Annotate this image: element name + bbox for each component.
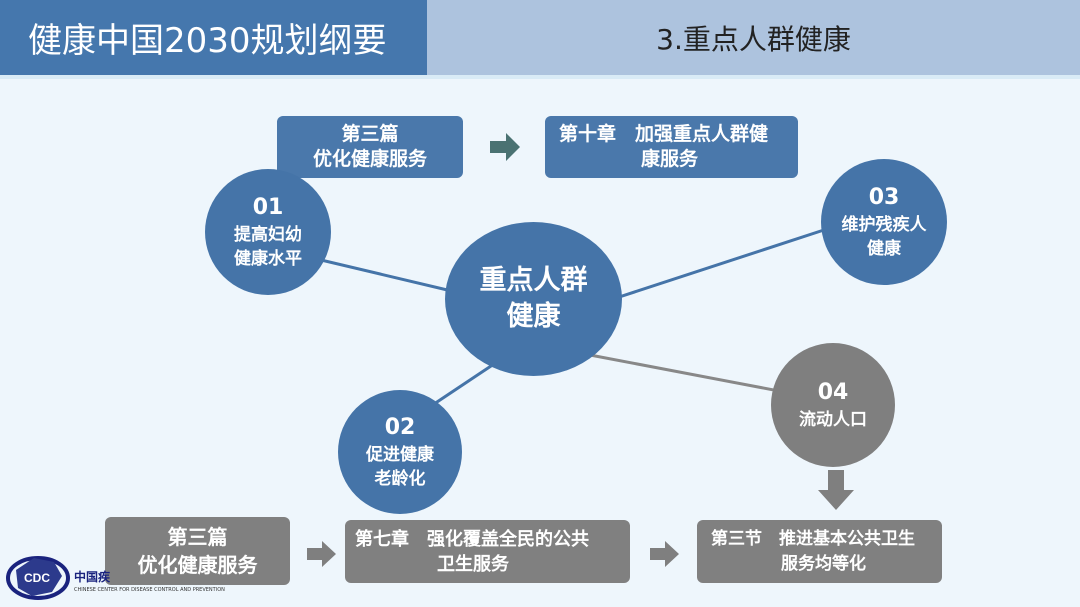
top-chapter-box: 第十章 加强重点人群健 康服务 [545, 116, 798, 178]
box-line: 优化健康服务 [312, 148, 427, 170]
cdc-logo-icon: CDC [6, 556, 70, 600]
center-label: 重点人群 [479, 265, 588, 296]
node-label: 健康水平 [234, 249, 302, 269]
center-label: 健康 [506, 301, 561, 332]
logo-en-text: CHINESE CENTER FOR DISEASE CONTROL AND P… [74, 587, 225, 593]
header-divider [0, 75, 1080, 79]
box-line: 第三节 推进基本公共卫生 [711, 528, 915, 549]
box-line: 服务均等化 [781, 553, 866, 574]
box-line: 第三篇 [341, 123, 399, 145]
logo-cn-text: 中国疾 [74, 570, 111, 584]
right-arrow-icon [307, 541, 336, 567]
node-01: 01 提高妇幼 健康水平 [205, 169, 331, 295]
box-line: 第十章 加强重点人群健 [559, 123, 769, 145]
bottom-chapter-box: 第七章 强化覆盖全民的公共 卫生服务 [345, 520, 630, 583]
bottom-section-box: 第三节 推进基本公共卫生 服务均等化 [697, 520, 942, 583]
center-node: 重点人群 健康 [445, 222, 622, 376]
node-02: 02 促进健康 老龄化 [338, 390, 462, 514]
node-label: 维护残疾人 [841, 215, 927, 235]
bottom-part-box: 第三篇 优化健康服务 [105, 517, 290, 585]
top-part-box: 第三篇 优化健康服务 [277, 116, 463, 178]
node-label: 提高妇幼 [234, 225, 302, 245]
node-label: 老龄化 [374, 469, 426, 489]
node-04: 04 流动人口 [771, 343, 895, 467]
node-label: 健康 [867, 239, 901, 259]
node-number: 02 [384, 415, 416, 440]
node-number: 04 [817, 380, 849, 405]
right-arrow-icon [650, 541, 679, 567]
connector-04 [589, 353, 801, 397]
node-label: 促进健康 [366, 445, 434, 465]
right-arrow-icon [490, 133, 520, 161]
box-line: 第三篇 [167, 525, 228, 549]
node-number: 03 [868, 185, 900, 210]
box-line: 第七章 强化覆盖全民的公共 [355, 528, 589, 550]
box-line: 优化健康服务 [137, 553, 258, 577]
box-line: 卫生服务 [437, 553, 509, 575]
connector-03 [609, 226, 831, 302]
connector-01 [299, 253, 461, 295]
svg-text:CDC: CDC [24, 571, 50, 585]
down-arrow-icon [818, 470, 854, 510]
node-03: 03 维护残疾人 健康 [821, 159, 947, 285]
deck-title: 健康中国2030规划纲要 [0, 0, 427, 75]
node-label: 流动人口 [799, 410, 867, 430]
node-number: 01 [252, 195, 284, 220]
section-title: 3.重点人群健康 [427, 0, 1080, 75]
box-line: 康服务 [641, 148, 699, 170]
